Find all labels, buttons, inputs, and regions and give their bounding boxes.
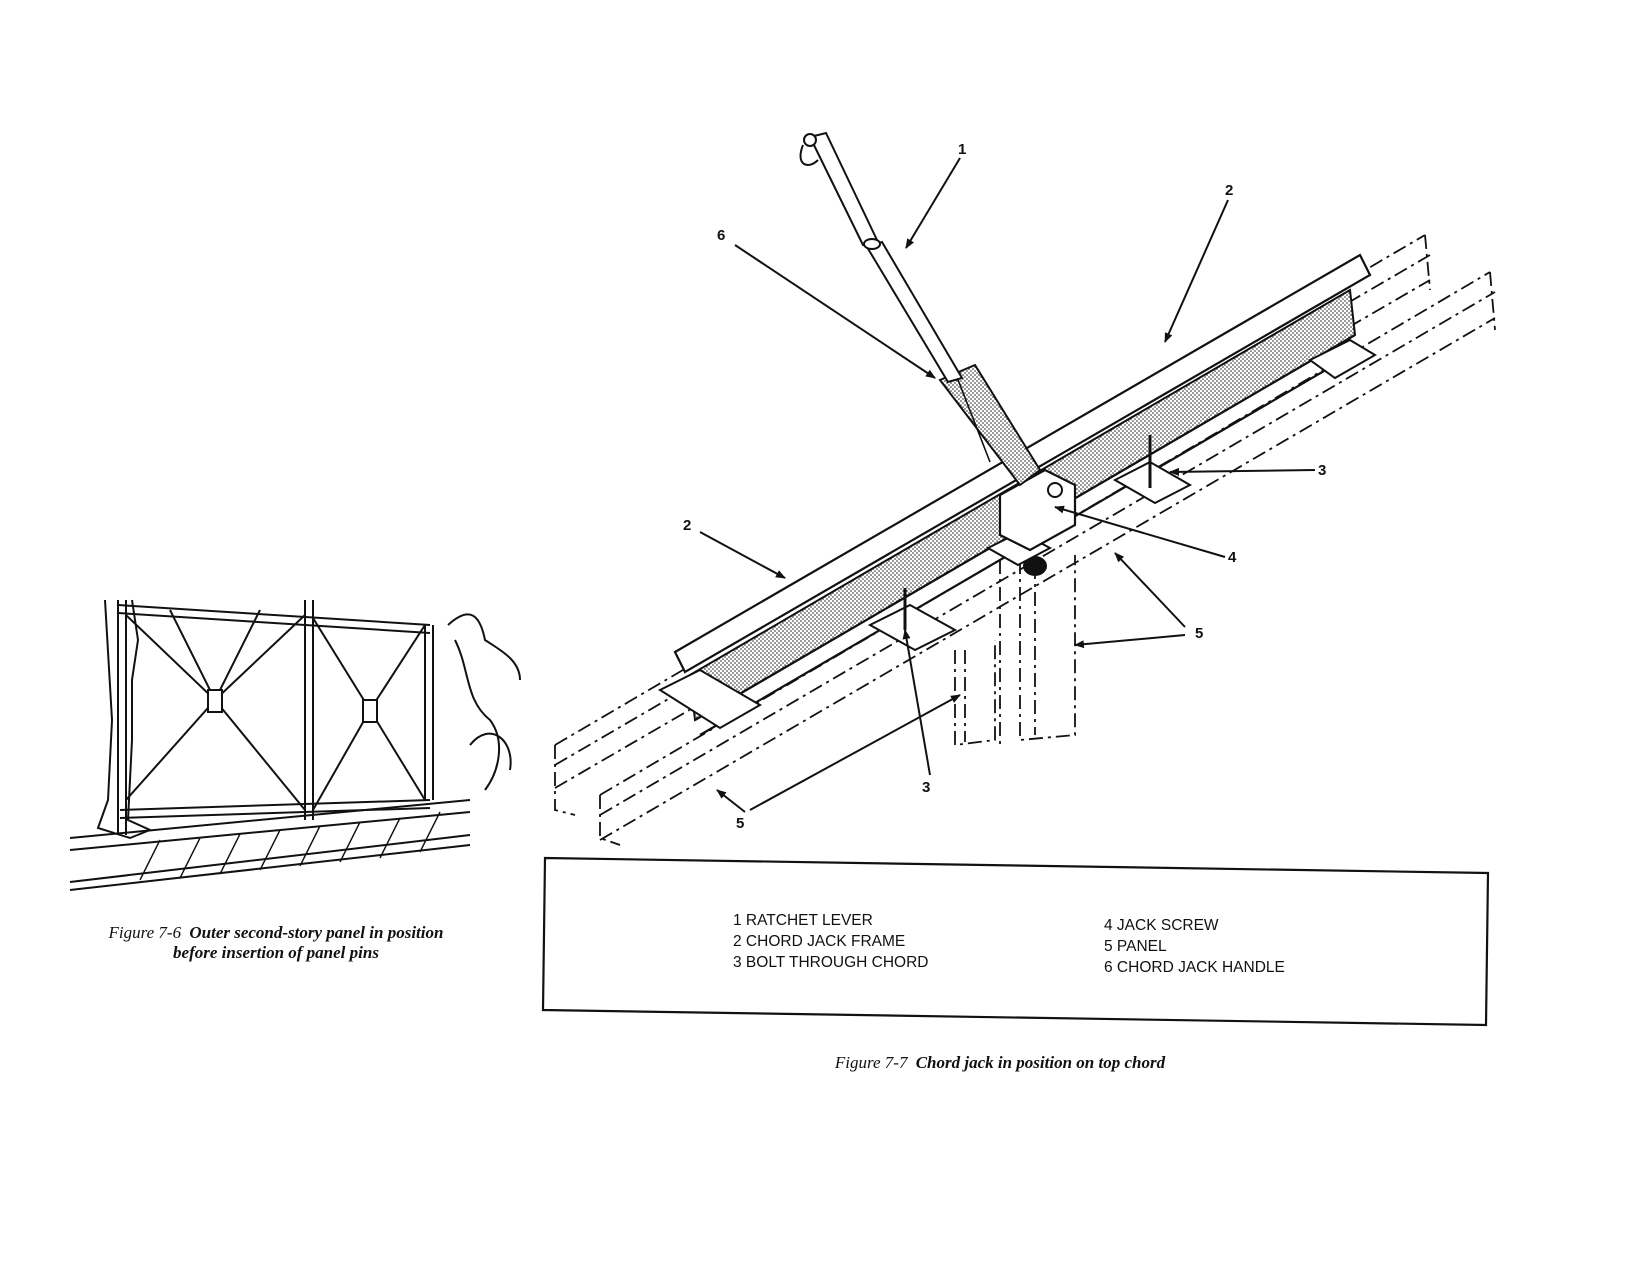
- callout-4: 4: [1228, 549, 1237, 566]
- callout-3-right: 3: [1318, 462, 1326, 479]
- figure-7-6-caption-line1: Figure 7-6 Outer second-story panel in p…: [108, 923, 444, 942]
- legend-item-2: 2 CHORD JACK FRAME: [733, 933, 905, 950]
- callout-1: 1: [958, 141, 966, 158]
- figure-7-7-caption-text: Chord jack in position on top chord: [916, 1053, 1166, 1072]
- figure-7-7-illustration: [554, 131, 1496, 846]
- legend-box: 1 RATCHET LEVER 2 CHORD JACK FRAME 3 BOL…: [541, 856, 1490, 1027]
- legend-item-4: 4 JACK SCREW: [1104, 917, 1219, 934]
- callout-3-bottom: 3: [922, 779, 930, 796]
- callout-2-top: 2: [1225, 182, 1233, 199]
- legend-item-3: 3 BOLT THROUGH CHORD: [733, 954, 929, 971]
- callout-arrows: [699, 157, 1316, 813]
- ratchet-lever: [799, 131, 964, 384]
- chord-jack-handle: [938, 363, 1042, 487]
- callout-2-left: 2: [683, 517, 691, 534]
- legend-item-5: 5 PANEL: [1104, 938, 1167, 955]
- figure-7-7-caption: Figure 7-7 Chord jack in position on top…: [834, 1053, 1166, 1072]
- figure-7-6-caption-number: Figure 7-6: [108, 923, 182, 942]
- callout-5-right: 5: [1195, 625, 1203, 642]
- panel-posts-dashed: [954, 555, 1076, 747]
- figure-7-6-caption-text: Outer second-story panel in position: [189, 923, 443, 942]
- callout-labels: 1 2 2 3 3 4 5 5 6: [683, 141, 1326, 832]
- legend-item-1: 1 RATCHET LEVER: [733, 912, 873, 929]
- callout-6: 6: [717, 227, 725, 244]
- figure-7-6-caption-line2: before insertion of panel pins: [173, 943, 379, 962]
- callout-5-bottom: 5: [736, 815, 744, 832]
- figure-7-7-caption-number: Figure 7-7: [834, 1053, 909, 1072]
- legend-item-6: 6 CHORD JACK HANDLE: [1104, 959, 1285, 976]
- figure-7-6-illustration: [69, 599, 521, 891]
